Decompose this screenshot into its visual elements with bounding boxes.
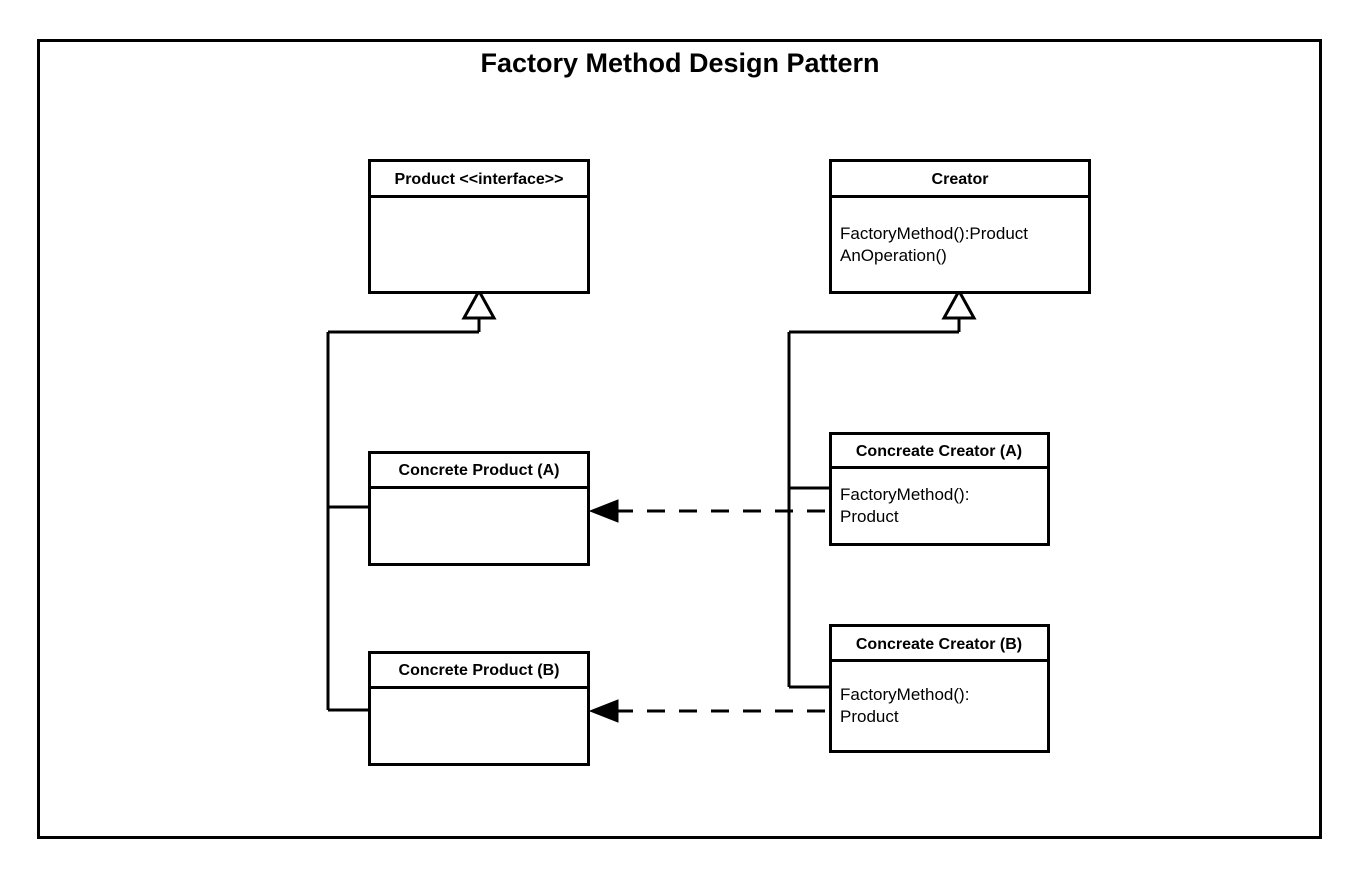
class-title-creator: Creator: [932, 171, 989, 188]
class-member-concrete-creator-a-0: FactoryMethod():: [840, 485, 969, 504]
class-box-creator-outline: [829, 159, 1091, 294]
class-box-concrete-product-b-outline: [368, 651, 590, 766]
class-member-creator-0: FactoryMethod():Product: [840, 224, 1028, 243]
class-box-concrete-creator-a[interactable]: Concreate Creator (A) FactoryMethod(): P…: [829, 432, 1050, 546]
class-member-concrete-creator-a-1: Product: [840, 507, 899, 526]
generalization-product-group: [326, 287, 497, 712]
class-box-creator[interactable]: Creator FactoryMethod():Product AnOperat…: [829, 159, 1091, 294]
class-title-product: Product <<interface>>: [395, 171, 564, 188]
class-box-concrete-creator-b-outline: [829, 624, 1050, 753]
class-box-product[interactable]: Product <<interface>>: [368, 159, 590, 294]
class-box-concrete-product-b[interactable]: Concrete Product (B): [368, 651, 590, 766]
class-member-concrete-creator-b-1: Product: [840, 707, 899, 726]
class-title-concrete-product-b: Concrete Product (B): [399, 662, 560, 679]
arrowhead-icon-a: [588, 499, 619, 523]
class-member-concrete-creator-b-0: FactoryMethod():: [840, 685, 969, 704]
class-box-concrete-product-a-outline: [368, 451, 590, 566]
class-box-concrete-creator-b[interactable]: Concreate Creator (B) FactoryMethod(): P…: [829, 624, 1050, 753]
class-title-concrete-product-a: Concrete Product (A): [399, 462, 560, 479]
page-title: Factory Method Design Pattern: [480, 48, 879, 78]
diagram-frame: [37, 39, 1322, 839]
class-title-concrete-creator-b: Concreate Creator (B): [856, 636, 1022, 653]
class-box-concrete-creator-a-outline: [829, 432, 1050, 546]
class-box-product-outline: [368, 159, 590, 294]
class-box-concrete-product-a[interactable]: Concrete Product (A): [368, 451, 590, 566]
arrowhead-icon-b: [588, 699, 619, 723]
class-title-concrete-creator-a: Concreate Creator (A): [856, 443, 1022, 460]
class-member-creator-1: AnOperation(): [840, 246, 947, 265]
